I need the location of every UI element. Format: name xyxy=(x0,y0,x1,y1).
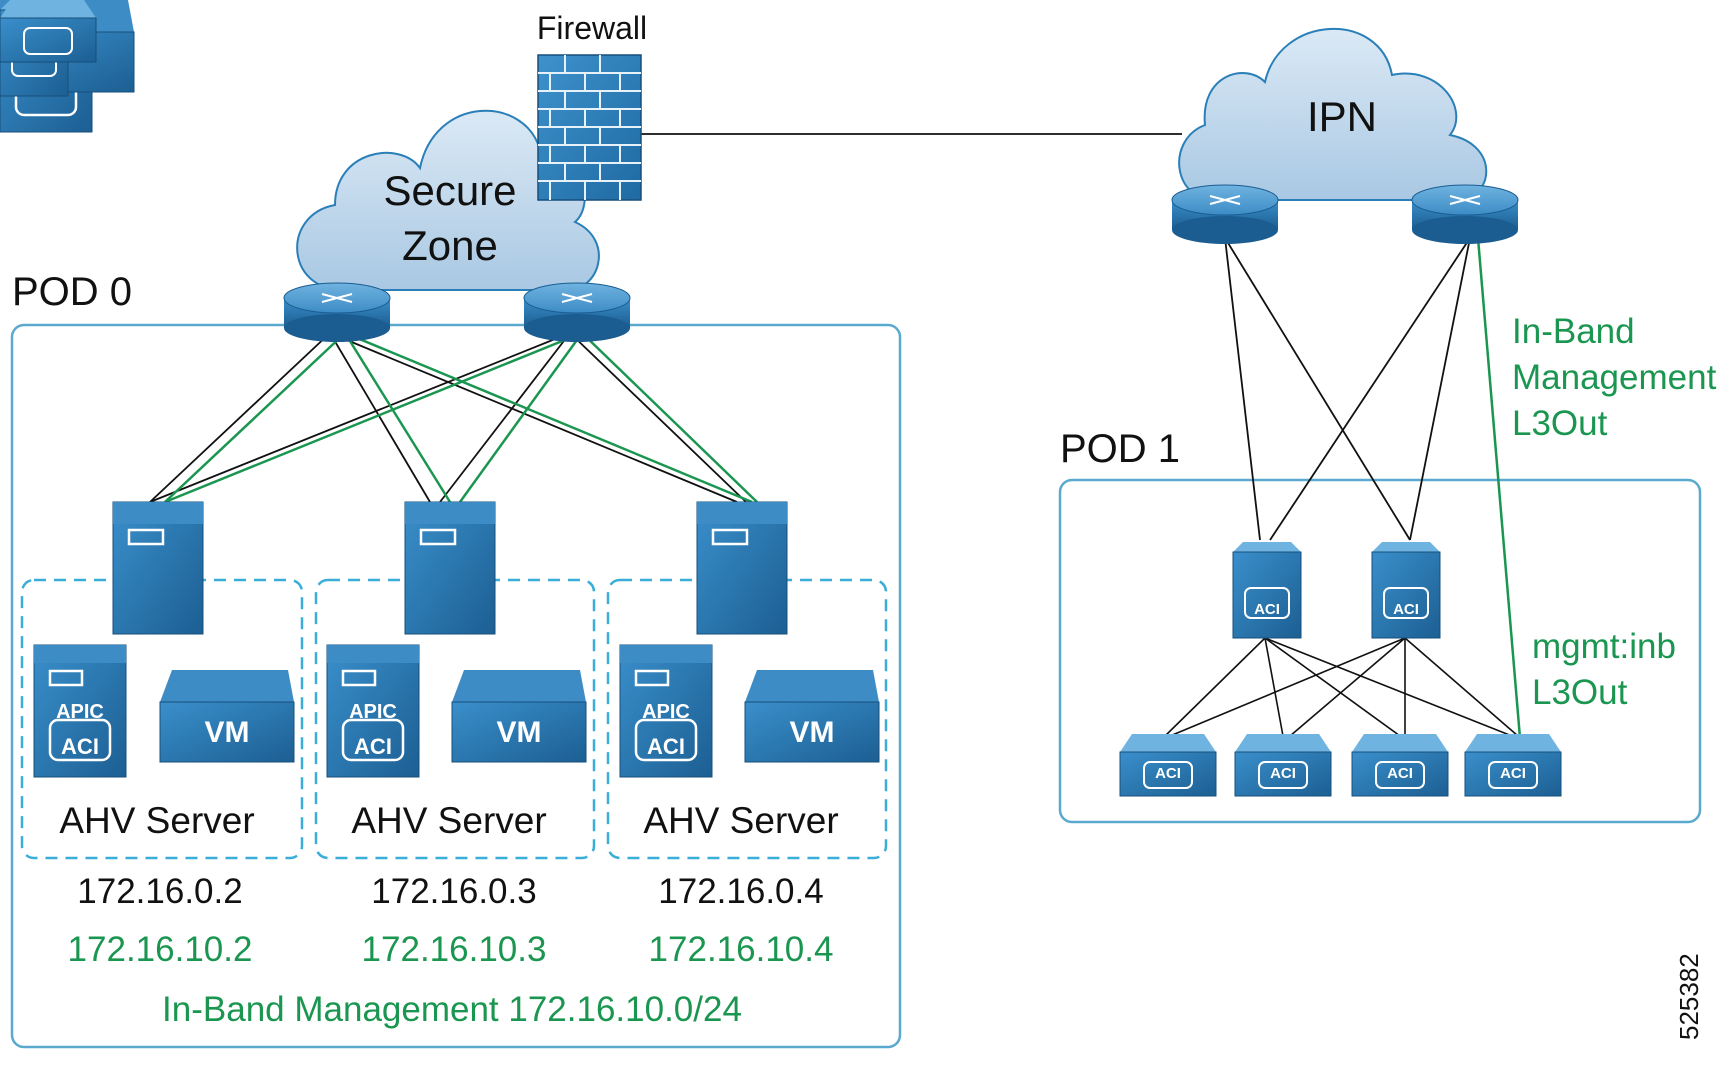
apic-1-aci-label: ACI xyxy=(61,734,99,759)
server-1-ip: 172.16.0.2 xyxy=(77,872,242,911)
pod0-leaf-2-icon xyxy=(403,500,497,636)
inband-l3out-label-line3: L3Out xyxy=(1512,404,1608,443)
apic-2-aci-label: ACI xyxy=(354,734,392,759)
ipn-router-1-icon xyxy=(1171,184,1279,245)
figure-id: 525382 xyxy=(1674,953,1704,1040)
server-2-inband-ip: 172.16.10.3 xyxy=(362,930,547,969)
mgmt-inb-label-line1: mgmt:inb xyxy=(1532,627,1676,666)
pod1-leaf-3-aci-label: ACI xyxy=(1387,765,1413,782)
apic-3-aci-label: ACI xyxy=(647,734,685,759)
server-2-ip: 172.16.0.3 xyxy=(371,872,536,911)
pod1-ipn-links xyxy=(1224,237,1471,541)
ipn-router-2-icon xyxy=(1411,184,1519,245)
pod0-leaf-1-icon xyxy=(111,500,205,636)
secure-zone-router-1-icon xyxy=(283,282,391,343)
server-3-inband-ip: 172.16.10.4 xyxy=(649,930,834,969)
secure-zone-label-line2: Zone xyxy=(402,222,498,269)
ipn-label: IPN xyxy=(1307,93,1377,140)
vm-2-label: VM xyxy=(497,716,542,749)
secure-zone-router-2-icon xyxy=(523,282,631,343)
inband-l3out-label-line2: Management xyxy=(1512,358,1717,397)
vm-3-label: VM xyxy=(790,716,835,749)
server-2-name: AHV Server xyxy=(351,800,546,841)
pod1-spine-2-aci-label: ACI xyxy=(1393,601,1419,618)
server-3-name: AHV Server xyxy=(643,800,838,841)
pod1-spine-1-aci-label: ACI xyxy=(1254,601,1280,618)
pod-1-container xyxy=(1058,478,1702,824)
pod1-leaf-4-aci-label: ACI xyxy=(1500,765,1526,782)
pod1-label: POD 1 xyxy=(1060,427,1180,471)
pod0-label: POD 0 xyxy=(12,270,132,314)
mgmt-inb-label-line2: L3Out xyxy=(1532,673,1628,712)
secure-zone-label-line1: Secure xyxy=(383,167,516,214)
pod-0-container xyxy=(10,323,902,1049)
pod1-leaf-2-aci-label: ACI xyxy=(1270,765,1296,782)
pod1-leaf-1-aci-label: ACI xyxy=(1155,765,1181,782)
pod1-spine-2-icon xyxy=(1371,541,1441,639)
server-1-inband-ip: 172.16.10.2 xyxy=(68,930,253,969)
apic-3-apic-label: APIC xyxy=(642,701,690,723)
pod1-spine-leaf-links xyxy=(1164,637,1519,737)
server-1-name: AHV Server xyxy=(59,800,254,841)
pod0-green-links xyxy=(164,331,758,504)
inband-l3out-label-line1: In-Band xyxy=(1512,312,1635,351)
pod1-spine-1-icon xyxy=(1232,541,1302,639)
inband-subnet-label: In-Band Management 172.16.10.0/24 xyxy=(162,990,742,1029)
firewall-label: Firewall xyxy=(537,10,647,46)
apic-1-apic-label: APIC xyxy=(56,701,104,723)
ipn-cloud xyxy=(1178,28,1488,202)
inband-l3out-link xyxy=(1476,237,1522,739)
vm-1-label: VM xyxy=(205,716,250,749)
server-3-ip: 172.16.0.4 xyxy=(658,872,823,911)
secure-zone-cloud xyxy=(296,109,600,292)
firewall-icon xyxy=(537,54,642,201)
pod0-black-links xyxy=(149,332,747,503)
apic-2-apic-label: APIC xyxy=(349,701,397,723)
pod0-leaf-3-icon xyxy=(695,500,789,636)
